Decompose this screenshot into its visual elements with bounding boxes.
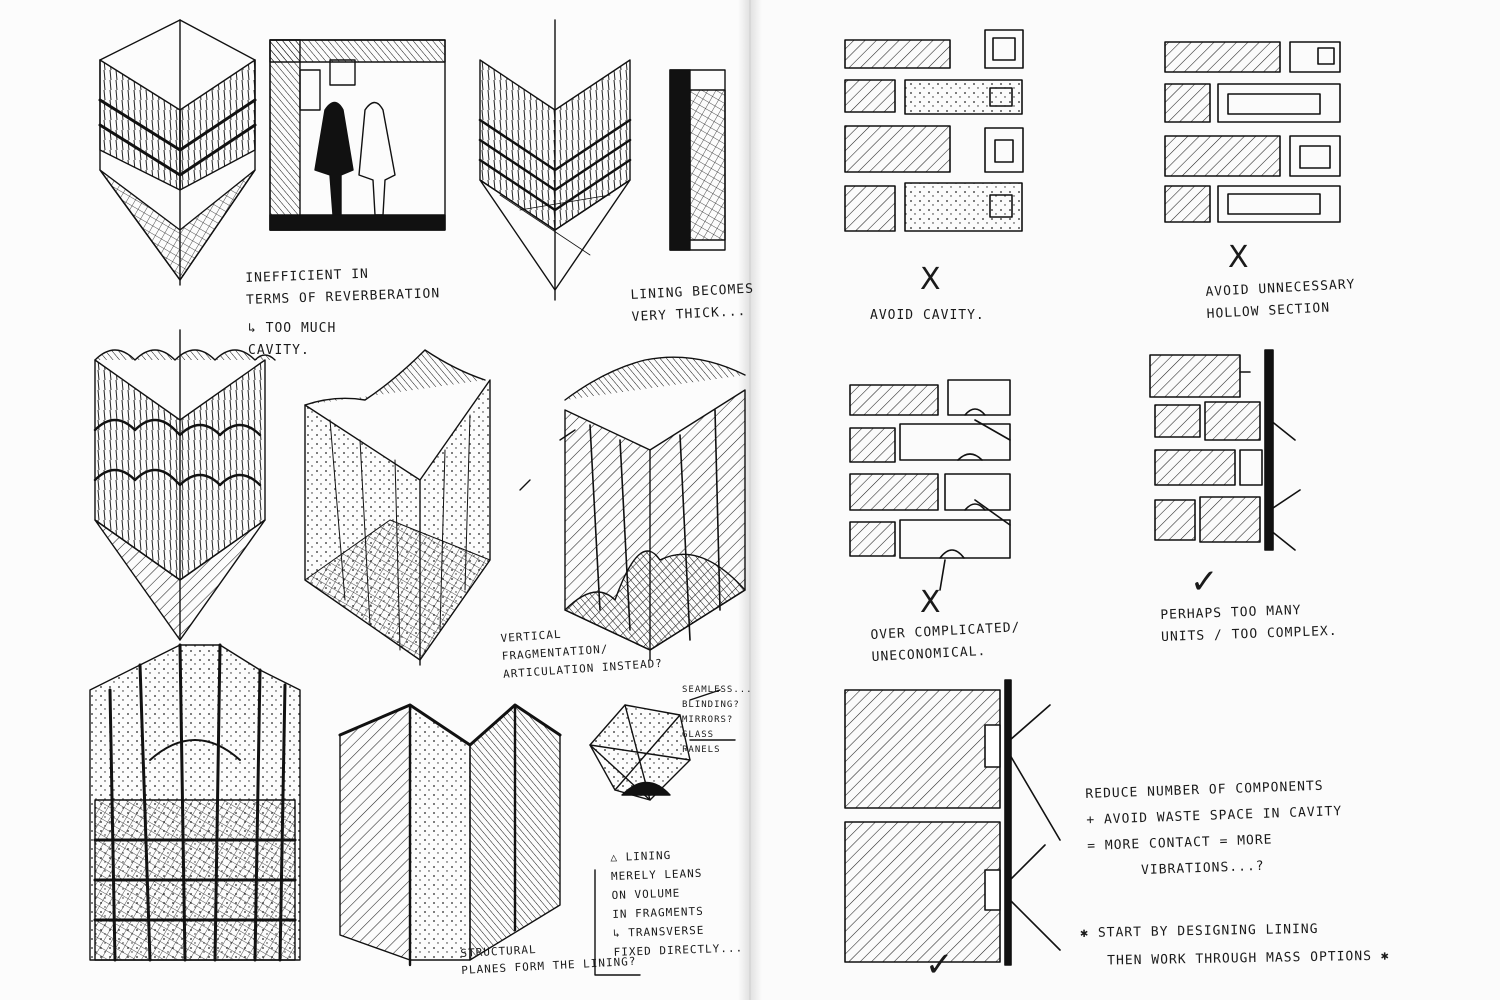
sketch-scalloped [93,329,276,641]
sketch-corner-chevron [478,19,726,301]
note-avoid-hollow: AVOID UNNECESSARY HOLLOW SECTION [1205,277,1356,322]
note-vertical-fragmentation: VERTICAL FRAGMENTATION/ ARTICULATION INS… [500,627,664,681]
note-reduce-components: REDUCE NUMBER OF COMPONENTS + AVOID WAST… [1085,778,1343,880]
note-inefficient: INEFFICIENT IN TERMS OF REVERBERATION [245,266,441,308]
cross-mark-3: X [920,585,941,620]
tick-mark-1: ✓ [1190,562,1219,602]
sketch-fins-perspective [89,643,301,962]
wall-option-2 [1164,41,1341,223]
note-avoid-cavity: AVOID CAVITY. [870,308,985,323]
sketch-folded-planes [338,703,562,967]
note-over-complicated: OVER COMPLICATED/ UNECONOMICAL. [870,620,1021,665]
sketch-corner-banded [98,19,257,286]
tick-mark-2: ✓ [925,945,954,985]
note-perhaps: PERHAPS TOO MANY UNITS / TOO COMPLEX. [1160,603,1338,645]
sketch-small-funnel [589,689,736,801]
wall-option-4 [1149,349,1301,551]
wall-option-1 [844,29,1024,232]
cross-mark-1: X [920,262,941,297]
note-too-much-cavity: ↳ TOO MUCH CAVITY. [248,321,337,358]
sketch-section-figures [269,39,446,231]
sketch-vertical-fragments [304,349,491,666]
note-lining-thick: LINING BECOMES VERY THICK... [630,281,755,325]
wall-option-5 [844,679,1061,966]
wall-option-3 [849,379,1011,591]
sketch-pleated-corner [564,356,746,661]
cross-mark-2: X [1228,240,1249,275]
note-start-designing: ✱ START BY DESIGNING LINING THEN WORK TH… [1080,921,1390,969]
note-seamless: SEAMLESS... BLINDING? MIRRORS? GLASS PAN… [682,685,753,755]
